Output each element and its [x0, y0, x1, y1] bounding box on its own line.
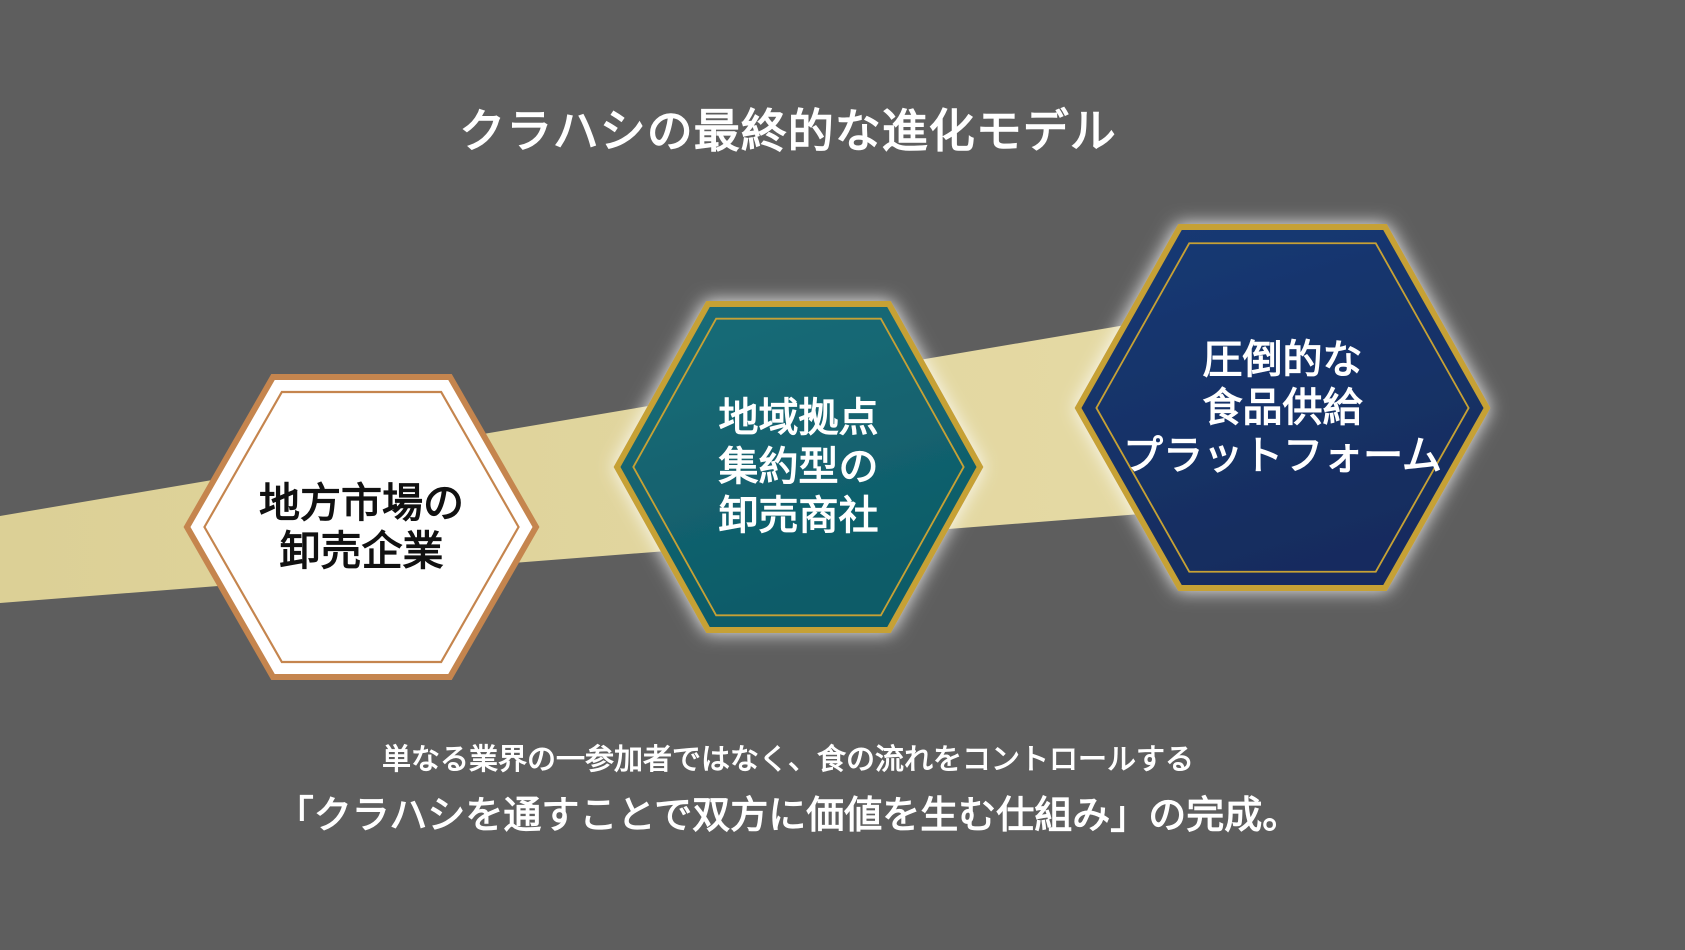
hexagon-2-shape — [613, 301, 984, 633]
hexagon-food-platform — [1074, 224, 1491, 591]
hexagon-2-inner-line — [632, 317, 965, 617]
page-title: クラハシの最終的な進化モデル — [459, 105, 1117, 157]
hexagon-3-inner-line — [1095, 242, 1470, 573]
hexagon-1-inner-line — [203, 390, 520, 664]
footer-caption-line2: 「クラハシを通すことで双方に価値を生む仕組み」の完成。 — [275, 795, 1301, 837]
hexagon-3-shape — [1074, 224, 1491, 591]
footer-caption-line1: 単なる業界の一参加者ではなく、食の流れをコントロールする — [381, 744, 1194, 776]
hexagon-local-market — [183, 374, 540, 680]
hexagon-regional-hub — [613, 301, 984, 633]
hexagon-1-shape — [183, 374, 540, 680]
